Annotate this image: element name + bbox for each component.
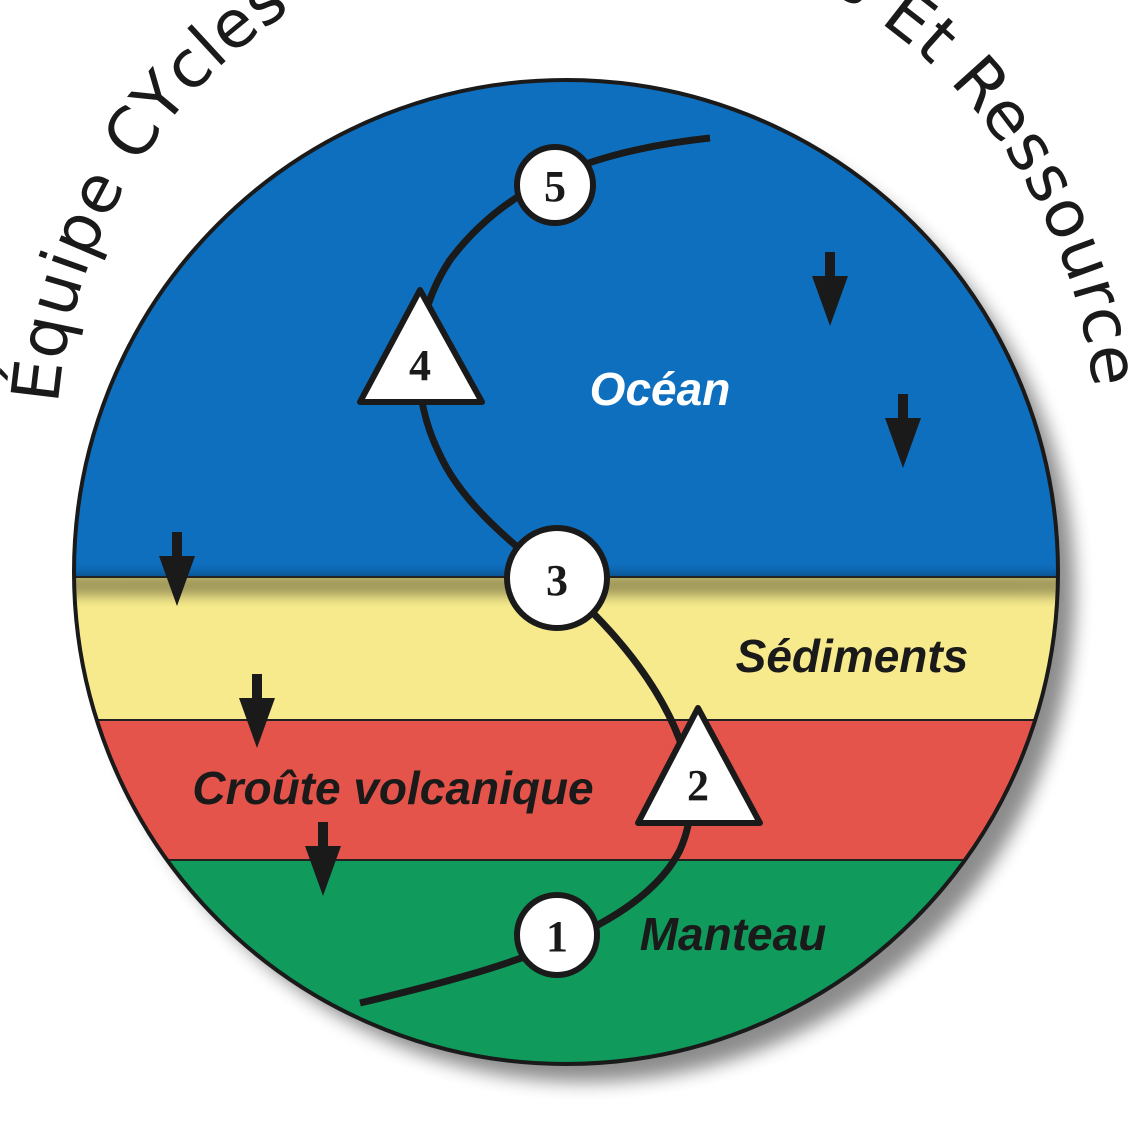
down-arrow-icon <box>305 822 341 896</box>
crust-layer <box>74 720 1058 863</box>
marker-4: 4 <box>357 287 485 405</box>
marker-number: 3 <box>546 556 568 605</box>
marker-5: 5 <box>514 144 596 226</box>
marker-2: 2 <box>635 705 763 826</box>
sediments-label: Sédiments <box>736 630 969 682</box>
crust-label: Croûte volcanique <box>192 762 593 814</box>
marker-3: 3 <box>504 525 610 631</box>
marker-number: 5 <box>544 162 566 211</box>
ocean-label: Océan <box>590 363 731 415</box>
down-arrow-icon <box>812 252 848 326</box>
down-arrow-icon <box>159 532 195 606</box>
marker-shape <box>504 525 610 631</box>
marker-number: 4 <box>409 341 431 390</box>
down-arrow-icon <box>239 674 275 748</box>
marker-shape <box>635 705 763 826</box>
disc-outline <box>72 78 1060 1066</box>
marker-shape <box>514 144 596 226</box>
marker-number: 2 <box>687 761 709 810</box>
marker-shape <box>357 287 485 405</box>
mantle-label: Manteau <box>640 908 827 960</box>
marker-1: 1 <box>514 892 600 978</box>
down-arrow-icon <box>885 394 921 468</box>
marker-shape <box>514 892 600 978</box>
marker-number: 1 <box>546 912 568 961</box>
